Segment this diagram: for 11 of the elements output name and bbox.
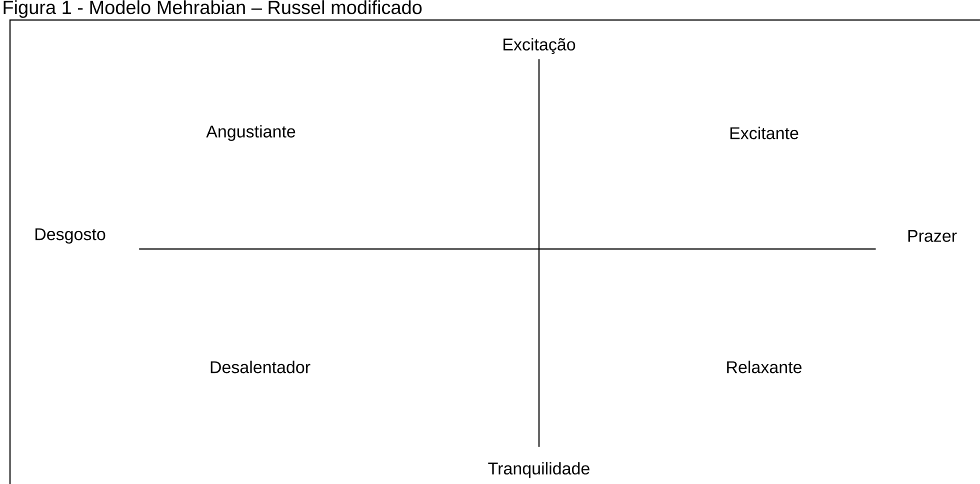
axis-line <box>139 248 876 250</box>
quadrant-label: Angustiante <box>206 125 296 141</box>
quadrant-label: Excitante <box>730 126 798 140</box>
quadrant-label: Relaxante <box>727 360 802 374</box>
quadrant-label: Desalentador <box>210 360 310 374</box>
axis-label: Prazer <box>908 230 957 242</box>
figure-title: Figura 1 - Modelo Mehrabian – Russel modificado <box>4 0 422 18</box>
axis-line <box>538 59 540 447</box>
axis-label: Tranquilidade <box>488 462 590 478</box>
axis-label: Excitação <box>504 38 576 54</box>
axis-label: Desgosto <box>36 228 106 244</box>
